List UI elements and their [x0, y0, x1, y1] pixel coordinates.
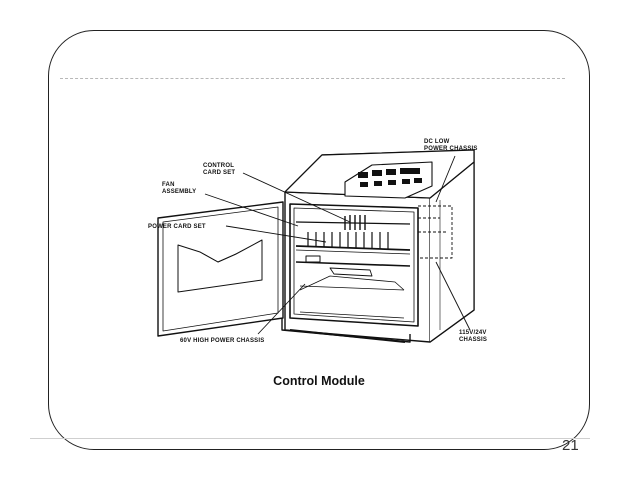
svg-text:CARD SET: CARD SET	[203, 170, 235, 176]
card-rack	[295, 215, 411, 319]
figure-caption: Control Module	[273, 374, 365, 388]
scan-line-bottom	[30, 438, 590, 439]
label-60v-high-power-chassis: 60V HIGH POWER CHASSIS	[180, 338, 264, 344]
svg-text:DC LOW: DC LOW	[424, 139, 450, 145]
slide-frame	[48, 30, 590, 450]
svg-text:FAN: FAN	[162, 182, 175, 188]
svg-text:CHASSIS: CHASSIS	[459, 337, 487, 343]
label-power-card-set: POWER CARD SET	[148, 224, 206, 230]
page-number: 21	[562, 437, 579, 454]
label-fan-assembly: FAN ASSEMBLY	[162, 182, 196, 195]
svg-text:POWER CHASSIS: POWER CHASSIS	[424, 146, 478, 152]
dc-chassis-outline	[418, 205, 453, 259]
label-dc-low-power-chassis: DC LOW POWER CHASSIS	[424, 139, 478, 152]
leader-lines	[204, 155, 471, 335]
open-door	[157, 201, 284, 337]
label-control-card-set: CONTROL CARD SET	[203, 163, 235, 176]
scan-line-top	[60, 78, 565, 79]
label-115v-24v-chassis: 115V/24V CHASSIS	[459, 330, 487, 343]
svg-text:CONTROL: CONTROL	[203, 163, 234, 169]
svg-text:ASSEMBLY: ASSEMBLY	[162, 189, 196, 195]
svg-text:115V/24V: 115V/24V	[459, 330, 487, 336]
